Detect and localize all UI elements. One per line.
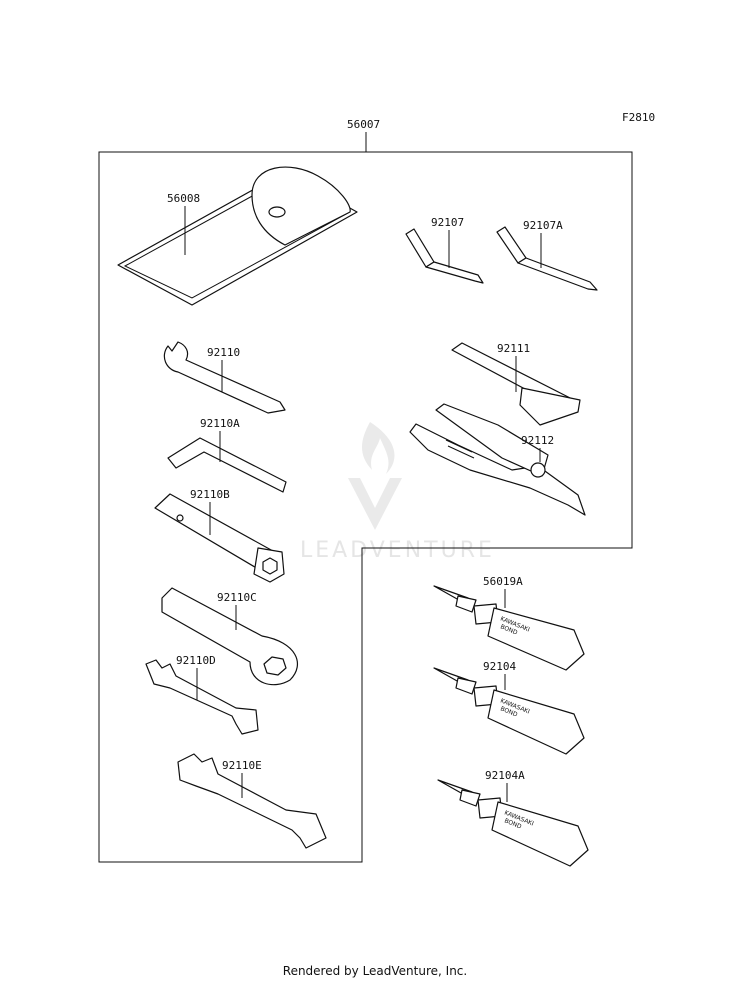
label-92110E[interactable]: 92110E — [222, 759, 262, 772]
screwdriver-92107[interactable] — [405, 228, 484, 284]
kit-outline-box — [98, 151, 633, 863]
label-56019A[interactable]: 56019A — [483, 575, 523, 588]
socket-wrench-92110B[interactable] — [154, 493, 285, 583]
hook-spanner-92110[interactable] — [163, 341, 286, 414]
label-92107[interactable]: 92107 — [431, 216, 464, 229]
label-92111[interactable]: 92111 — [497, 342, 530, 355]
ring-wrench-92110C[interactable] — [161, 587, 299, 686]
diagram-code: F2810 — [622, 111, 655, 124]
label-92110B[interactable]: 92110B — [190, 488, 230, 501]
bond-tube-92104[interactable]: KAWASAKI BOND — [433, 667, 585, 755]
open-wrench-92110D[interactable] — [145, 659, 259, 735]
label-92104[interactable]: 92104 — [483, 660, 516, 673]
label-92107A[interactable]: 92107A — [523, 219, 563, 232]
label-92110[interactable]: 92110 — [207, 346, 240, 359]
label-56008[interactable]: 56008 — [167, 192, 200, 205]
label-56007[interactable]: 56007 — [347, 118, 380, 131]
label-92112[interactable]: 92112 — [521, 434, 554, 447]
tool-pouch-56008[interactable] — [117, 166, 358, 306]
hex-key-92110A[interactable] — [167, 437, 287, 493]
open-wrench-92110E[interactable] — [177, 753, 327, 849]
label-92104A[interactable]: 92104A — [485, 769, 525, 782]
bond-tube-56019A[interactable]: KAWASAKI BOND — [433, 585, 585, 671]
pliers-92112[interactable] — [409, 403, 586, 516]
label-92110D[interactable]: 92110D — [176, 654, 216, 667]
bond-tube-92104A[interactable]: KAWASAKI BOND — [437, 779, 589, 867]
screwdriver-92107A[interactable] — [496, 226, 598, 291]
watermark-text: LEADVENTURE — [300, 538, 495, 563]
extension-92111[interactable] — [451, 342, 581, 426]
label-92110A[interactable]: 92110A — [200, 417, 240, 430]
watermark-logo: LEADVENTURE — [300, 422, 495, 563]
footer-credit: Rendered by LeadVenture, Inc. — [283, 964, 467, 978]
label-92110C[interactable]: 92110C — [217, 591, 257, 604]
